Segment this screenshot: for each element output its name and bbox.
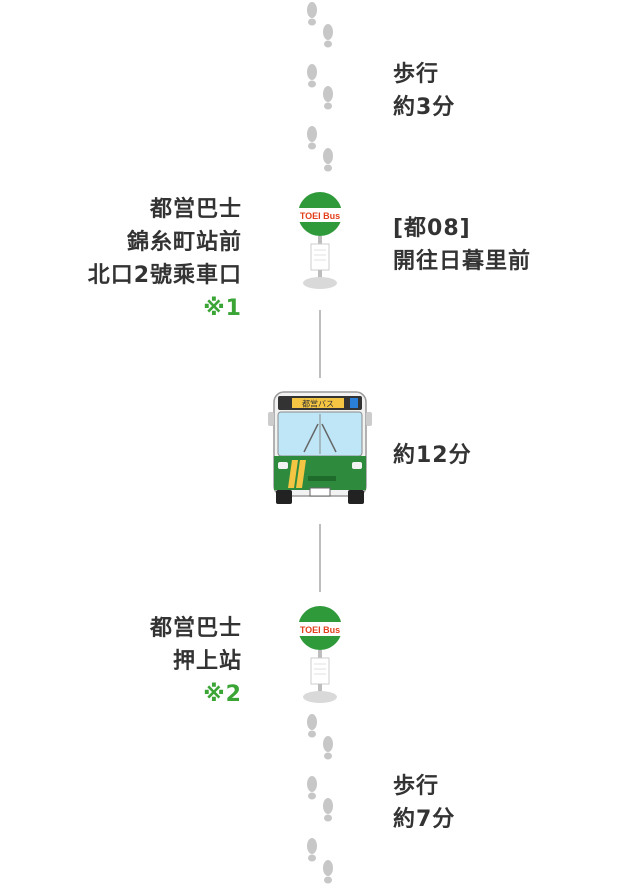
footprints-icon xyxy=(307,126,333,172)
route-line-upper xyxy=(319,310,321,378)
stop-note-2[interactable]: ※2 xyxy=(203,682,242,707)
boarding-stop-label: 都営巴士 錦糸町站前 北口2號乘車口 ※1 xyxy=(88,193,242,325)
bus-stop-brand: TOEI Bus xyxy=(300,211,340,221)
bus-stop-icon: TOEI Bus xyxy=(298,192,342,289)
route-label: [都08] 開往日暮里前 xyxy=(393,212,531,278)
bus-destination-display: 都営バス xyxy=(302,399,334,409)
route-destination: 開往日暮里前 xyxy=(393,249,532,274)
stop-name: 錦糸町站前 xyxy=(126,230,242,255)
route-line-lower xyxy=(319,524,321,592)
ride-duration: 約12分 xyxy=(393,443,472,468)
walk-duration-2: 歩行 約7分 xyxy=(393,770,455,836)
footprints-icon xyxy=(307,2,333,48)
stop-name: 押上站 xyxy=(172,649,242,674)
footprints-icon xyxy=(307,776,333,822)
walk-time: 約7分 xyxy=(393,807,456,832)
walk-label: 歩行 xyxy=(393,62,440,87)
stop-operator: 都営巴士 xyxy=(149,616,242,641)
bus-stop-brand: TOEI Bus xyxy=(300,625,340,635)
footprints-icon xyxy=(307,64,333,110)
bus-stop-icon: TOEI Bus xyxy=(298,606,342,703)
stop-note-1[interactable]: ※1 xyxy=(203,296,242,321)
walk-label: 歩行 xyxy=(393,774,440,799)
route-number: [都08] xyxy=(393,216,471,241)
stop-operator: 都営巴士 xyxy=(149,197,242,222)
footprints-icon xyxy=(307,838,333,884)
walk-time: 約3分 xyxy=(393,95,456,120)
stop-platform: 北口2號乘車口 xyxy=(87,263,242,288)
bus-icon: 都営バス xyxy=(268,391,372,504)
alighting-stop-label: 都営巴士 押上站 ※2 xyxy=(150,612,242,711)
walk-duration-1: 歩行 約3分 xyxy=(393,58,455,124)
footprints-icon xyxy=(307,714,333,760)
